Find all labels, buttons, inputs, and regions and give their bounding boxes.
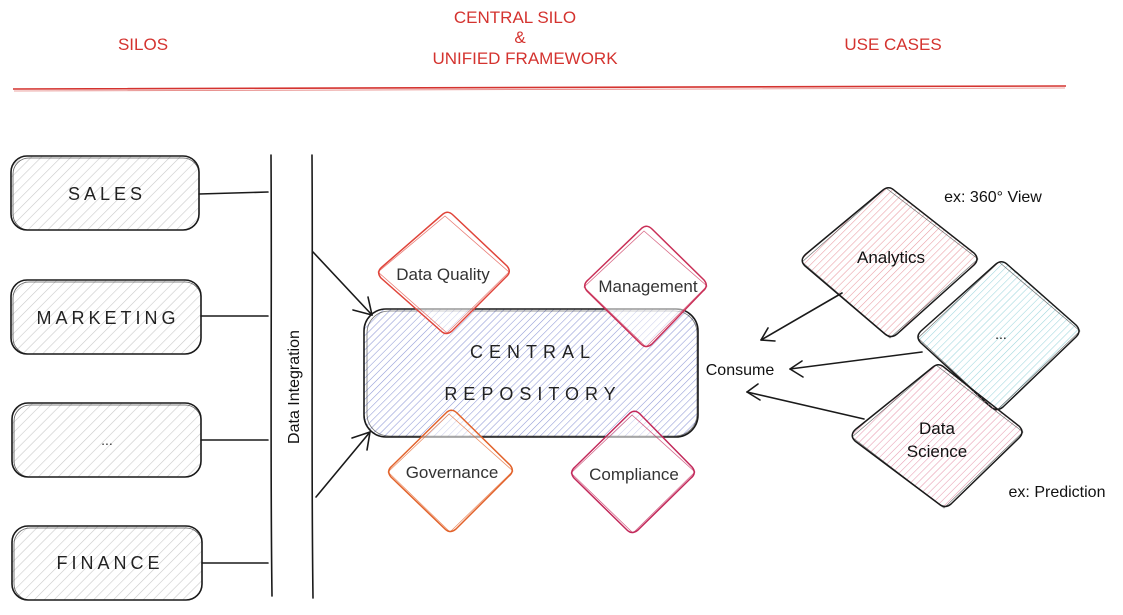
header-divider	[12, 85, 1067, 92]
use-case-label-other: ...	[995, 326, 1007, 342]
pillar-label-compliance: Compliance	[589, 465, 679, 484]
consume-label: Consume	[706, 362, 775, 379]
central-repository: CENTRAL REPOSITORY	[363, 308, 699, 438]
pillar-governance: Governance	[387, 409, 514, 533]
silo-sales: SALES	[10, 155, 200, 231]
use-case-other: ...	[917, 261, 1081, 412]
pillar-label-data-quality: Data Quality	[396, 265, 490, 284]
repository-label-line1: CENTRAL	[470, 342, 596, 362]
header-silos: SILOS	[118, 35, 168, 54]
consume-arrows	[746, 292, 923, 420]
silo-marketing: MARKETING	[10, 279, 202, 355]
silo-label-sales: SALES	[68, 184, 146, 204]
use-case-note-data-science: ex: Prediction	[1009, 484, 1106, 501]
use-case-label-data-science-line1: Data	[919, 419, 955, 438]
integration-label: Data Integration	[286, 330, 303, 444]
silo-more: ...	[11, 402, 202, 478]
silo-connectors	[198, 191, 269, 564]
silo-label-more: ...	[101, 432, 113, 448]
use-case-analytics: Analytics	[801, 187, 979, 339]
pillar-management: Management	[583, 225, 708, 348]
header-unified-framework: UNIFIED FRAMEWORK	[432, 49, 618, 68]
integration-bus	[270, 154, 314, 599]
pillar-label-governance: Governance	[406, 463, 499, 482]
pillar-label-management: Management	[598, 277, 698, 296]
header-central-silo: CENTRAL SILO	[454, 8, 576, 27]
repository-label-line2: REPOSITORY	[444, 384, 621, 404]
header-ampersand: &	[514, 28, 526, 47]
pillar-compliance: Compliance	[570, 410, 696, 534]
use-case-label-analytics: Analytics	[857, 248, 925, 267]
use-case-label-data-science-line2: Science	[907, 442, 967, 461]
silo-finance: FINANCE	[11, 525, 203, 601]
use-case-note-analytics: ex: 360° View	[944, 189, 1042, 206]
header-use-cases: USE CASES	[844, 35, 941, 54]
use-case-data-science: Data Science	[851, 364, 1024, 509]
pillar-data-quality: Data Quality	[377, 211, 510, 335]
silo-label-finance: FINANCE	[56, 553, 163, 573]
silo-label-marketing: MARKETING	[36, 308, 179, 328]
integration-arrows	[312, 251, 373, 498]
